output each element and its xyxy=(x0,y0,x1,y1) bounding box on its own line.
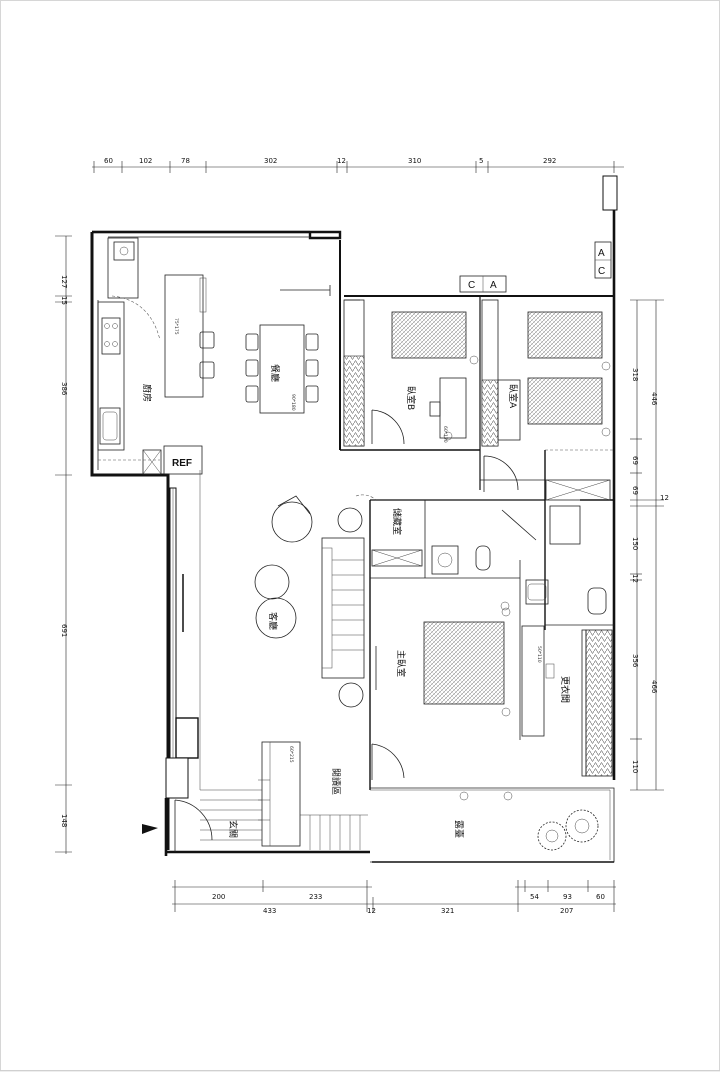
room-label-bedroom-a: 臥室A xyxy=(507,384,519,409)
room-label-living: 客廳 xyxy=(267,612,279,630)
marker-a-2: A xyxy=(598,248,605,259)
room-label-foyer: 玄關 xyxy=(227,820,239,838)
dim-right-inner-1: 318 xyxy=(631,368,639,381)
dining-table-note: 90*180 xyxy=(290,394,296,411)
room-label-terrace: 露臺 xyxy=(453,820,465,838)
dim-top-6: 310 xyxy=(408,157,421,165)
dim-right-outer-1: 446 xyxy=(650,392,658,406)
dim-top-5: 12 xyxy=(337,157,346,165)
master-bedroom: 主臥室 50*110 xyxy=(371,607,555,780)
reading-foyer-area: 60*215 閱讀區 玄關 xyxy=(142,741,368,852)
marker-c-2: C xyxy=(598,266,605,277)
dim-bottom-9: 207 xyxy=(560,907,573,915)
entry-arrow-icon xyxy=(142,824,158,834)
room-label-reading: 閱讀區 xyxy=(330,768,342,795)
dim-bottom-5: 60 xyxy=(596,893,605,901)
master-desk-note: 50*110 xyxy=(536,646,542,663)
dim-bottom-1: 200 xyxy=(212,893,225,901)
dim-top-4: 302 xyxy=(264,157,277,165)
dim-bottom-3: 54 xyxy=(530,893,539,901)
reading-desk-note: 60*215 xyxy=(288,746,294,763)
living-area: 客廳 xyxy=(182,470,365,790)
dim-bottom-4: 93 xyxy=(563,893,572,901)
room-label-master: 主臥室 xyxy=(395,650,407,677)
ref-label: REF xyxy=(172,458,192,469)
desk-b-note: 60*120 xyxy=(442,426,448,443)
dim-bottom-2: 233 xyxy=(309,893,322,901)
dimensions-left: 127 15 386 691 148 xyxy=(55,235,72,854)
room-label-storage: 儲藏室 xyxy=(391,508,403,535)
dim-left-4: 691 xyxy=(60,624,68,637)
dim-right-inner-2: 69 xyxy=(631,456,639,465)
marker-c-1: C xyxy=(468,280,475,291)
dim-top-3: 78 xyxy=(181,157,190,165)
dim-top-8: 292 xyxy=(543,157,556,165)
dim-left-1: 127 xyxy=(60,275,68,288)
dim-right-inner-3: 69 xyxy=(631,486,639,495)
dim-top-7: 5 xyxy=(479,157,483,165)
bathrooms xyxy=(431,479,611,615)
dim-right-outer-2: 12 xyxy=(660,494,669,502)
dim-right-inner-5: 12 xyxy=(631,574,639,583)
marker-a-1: A xyxy=(490,280,497,291)
section-markers: C A A C xyxy=(459,241,612,293)
dimensions-right: 446 12 466 318 69 69 150 12 356 110 xyxy=(630,299,669,791)
room-label-bedroom-b: 臥室B xyxy=(405,386,417,410)
plant-icon xyxy=(537,809,599,851)
dimensions-top: 60 102 78 302 12 310 5 292 xyxy=(92,157,624,173)
dim-right-inner-6: 356 xyxy=(631,654,639,668)
storage-room: 儲藏室 xyxy=(355,494,423,567)
dining-area: 餐廳 90*180 xyxy=(245,285,331,414)
room-label-closet: 更衣間 xyxy=(559,676,571,703)
room-label-kitchen: 廚房 xyxy=(141,384,153,402)
dim-bottom-7: 12 xyxy=(367,907,376,915)
dim-bottom-6: 433 xyxy=(263,907,276,915)
kitchen-area: 75*175 廚房 REF xyxy=(97,237,215,475)
dim-left-3: 386 xyxy=(60,382,68,396)
dim-top-2: 102 xyxy=(139,157,152,165)
dim-left-5: 148 xyxy=(60,814,68,827)
outer-walls xyxy=(90,175,618,863)
bedroom-b: 臥室B 60*120 xyxy=(371,311,479,445)
dim-top-1: 60 xyxy=(104,157,113,165)
room-label-dining: 餐廳 xyxy=(269,364,281,382)
dim-bottom-8: 321 xyxy=(441,907,454,915)
terrace: 露臺 xyxy=(453,791,599,851)
interior-walls xyxy=(339,240,614,790)
dim-right-inner-4: 150 xyxy=(631,537,639,550)
closet: 更衣間 xyxy=(559,629,613,777)
dim-right-outer-3: 466 xyxy=(650,680,658,694)
dimensions-bottom: 200 233 54 93 60 433 12 321 207 xyxy=(172,880,616,915)
dim-right-inner-7: 110 xyxy=(631,760,639,773)
bedroom-a: 臥室A xyxy=(483,311,611,492)
kitchen-counter-note: 75*175 xyxy=(173,318,179,335)
dim-left-2: 15 xyxy=(60,296,68,305)
